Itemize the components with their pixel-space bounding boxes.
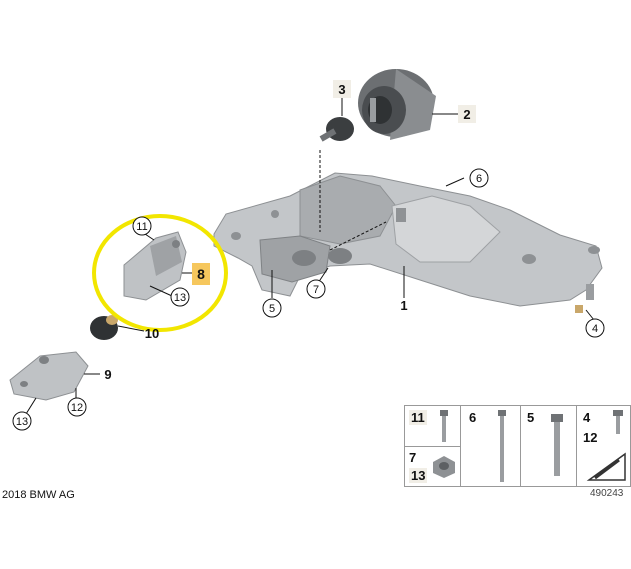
fastener-legend: 11 7 13 6 5 4 12 [404,405,631,487]
nut-icon [433,456,455,478]
bolt-4-icon [613,410,623,434]
bolt-5-icon [551,414,563,476]
diagram-id: 490243 [590,488,624,499]
callout-9: 9 [104,367,111,382]
callout-1-label: 1 [400,298,407,313]
callout-13-upper: 13 [170,287,190,307]
legend-col-3: 5 [521,406,577,486]
callout-12-label: 12 [71,402,83,414]
callout-5: 5 [262,298,282,318]
callout-4-label: 4 [592,323,598,335]
callout-8-label: 8 [197,266,205,282]
callout-11: 11 [132,216,152,236]
callout-13-upper-label: 13 [174,292,186,304]
copyright-text: 2018 BMW AG [2,489,75,501]
callout-3-label: 3 [338,82,345,97]
callout-7-label: 7 [313,284,319,296]
callout-3: 3 [333,80,351,98]
callout-2-label: 2 [463,107,470,122]
callout-2: 2 [458,105,476,123]
legend-5: 5 [527,410,535,425]
highlight-ring [92,214,228,332]
callout-11-label: 11 [136,221,147,233]
callout-6-label: 6 [476,173,482,185]
callout-13-lower-label: 13 [16,416,28,428]
bolt-6-icon [498,410,506,482]
callout-8: 8 [192,263,210,285]
legend-4: 4 [583,410,591,425]
legend-col-1: 11 7 13 [405,406,461,486]
bolt-11-icon [440,410,448,442]
rubber-mount [358,69,436,140]
callout-12: 12 [67,397,87,417]
small-mount-bracket [123,231,187,301]
callout-13-lower: 13 [12,411,32,431]
callout-10-label: 10 [145,326,159,341]
lower-bracket [9,351,89,401]
transmission-mount-bracket [213,172,603,313]
direction-arrow-icon [586,452,626,481]
callout-10: 10 [145,326,159,341]
mount-bolt [319,117,354,142]
callout-6: 6 [469,168,489,188]
legend-11: 11 [409,410,427,425]
callout-4: 4 [585,318,605,338]
callout-5-label: 5 [269,303,275,315]
callout-7: 7 [306,279,326,299]
callout-9-label: 9 [104,367,111,382]
legend-col-4: 4 12 [577,406,631,486]
legend-col-2: 6 [461,406,521,486]
legend-12: 12 [583,430,598,445]
legend-7: 7 [409,450,417,465]
legend-6: 6 [469,410,477,425]
callout-1: 1 [400,298,407,313]
legend-13: 13 [409,468,428,483]
rubber-bushing [90,315,118,340]
